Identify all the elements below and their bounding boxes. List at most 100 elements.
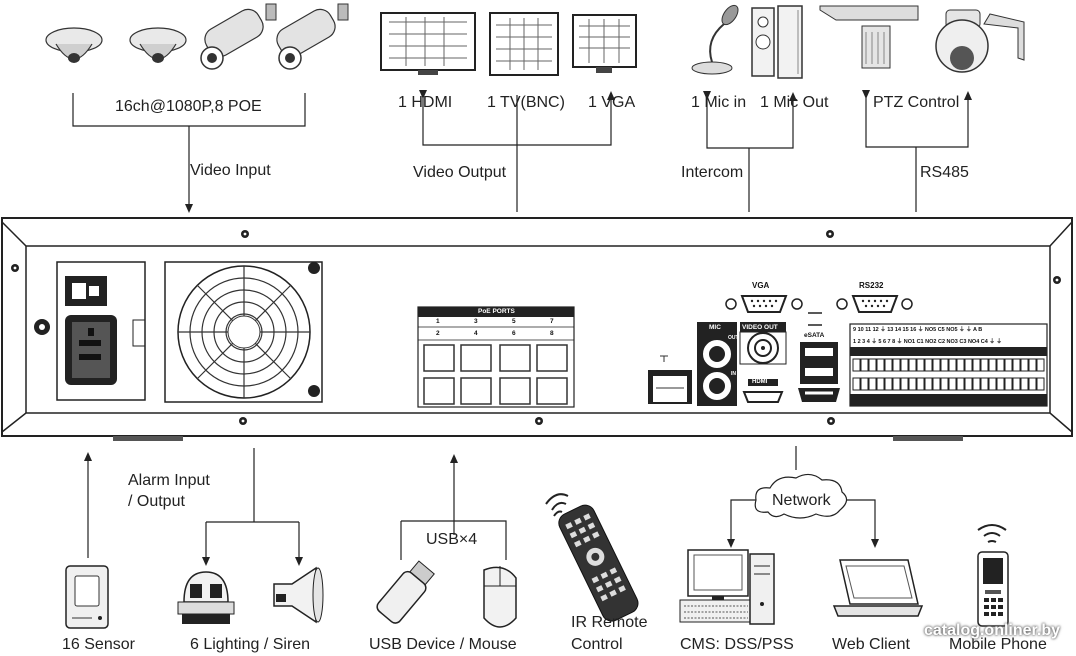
terminal-cell bbox=[868, 377, 877, 391]
terminal-cell bbox=[868, 358, 877, 372]
esata-port bbox=[798, 388, 840, 402]
terminal-cell bbox=[916, 358, 925, 372]
poe-port-6: 6 bbox=[512, 330, 516, 337]
top-connector-lines bbox=[72, 90, 972, 213]
terminal-cell bbox=[996, 358, 1005, 372]
terminal-cell bbox=[972, 377, 981, 391]
mobile-phone-label: Mobile Phone bbox=[949, 636, 1047, 653]
laptop-icon bbox=[832, 559, 924, 617]
ptz-keyboard-icon bbox=[819, 5, 919, 69]
desktop-computer-icon bbox=[679, 549, 775, 625]
terminal-cell bbox=[1004, 377, 1013, 391]
watermark: catalog.onliner.by bbox=[923, 622, 1060, 639]
sensor-label: 16 Sensor bbox=[62, 636, 135, 653]
usb-device-mouse-label: USB Device / Mouse bbox=[369, 636, 517, 653]
terminal-cell bbox=[1036, 358, 1045, 372]
fan-grille bbox=[164, 261, 323, 403]
terminal-cell bbox=[908, 358, 917, 372]
ir-remote-label-line2: Control bbox=[571, 636, 623, 653]
terminal-cell bbox=[940, 377, 949, 391]
terminal-cell bbox=[1012, 358, 1021, 372]
terminal-cell bbox=[900, 377, 909, 391]
poe-port-1: 1 bbox=[436, 318, 440, 325]
mouse-icon bbox=[483, 566, 517, 628]
hdmi-monitor-icon bbox=[380, 12, 476, 75]
video-input-label: Video Input bbox=[190, 162, 271, 179]
poe-port-7: 7 bbox=[550, 318, 554, 325]
terminal-cell bbox=[876, 358, 885, 372]
terminal-cell bbox=[980, 358, 989, 372]
ir-remote-icon bbox=[545, 493, 639, 622]
terminal-cell bbox=[1036, 377, 1045, 391]
terminal-cell bbox=[964, 377, 973, 391]
mobile-phone-icon bbox=[977, 524, 1009, 627]
poe-port-2: 2 bbox=[436, 330, 440, 337]
panel-esata-label: eSATA bbox=[804, 332, 825, 339]
rs485-label: RS485 bbox=[920, 164, 969, 181]
speed-dome-icon bbox=[935, 9, 1025, 73]
mic-out-label: 1 Mic Out bbox=[760, 94, 829, 111]
video-output-label: Video Output bbox=[413, 164, 507, 181]
terminal-cell bbox=[884, 358, 893, 372]
nvr-rear-panel bbox=[1, 217, 1073, 441]
rs232-port bbox=[851, 295, 899, 313]
terminal-cell bbox=[924, 377, 933, 391]
alarm-io-label-line2: / Output bbox=[128, 493, 185, 510]
terminal-cell bbox=[988, 377, 997, 391]
usb-drive-icon bbox=[376, 560, 435, 624]
terminal-cell bbox=[852, 377, 861, 391]
terminal-cell bbox=[1028, 377, 1037, 391]
terminal-cell bbox=[964, 358, 973, 372]
intercom-label: Intercom bbox=[681, 164, 744, 181]
terminal-cell bbox=[916, 377, 925, 391]
panel-rs232-label: RS232 bbox=[859, 281, 884, 290]
terminal-cell bbox=[884, 377, 893, 391]
terminal-cell bbox=[1020, 377, 1029, 391]
terminal-cell bbox=[908, 377, 917, 391]
sensor-icon bbox=[65, 565, 109, 629]
panel-vga-label: VGA bbox=[752, 281, 770, 290]
terminal-cell bbox=[972, 358, 981, 372]
mic-in-label: 1 Mic in bbox=[691, 94, 747, 111]
terminal-cell bbox=[996, 377, 1005, 391]
microphone-icon bbox=[691, 4, 739, 75]
ptz-control-label: PTZ Control bbox=[873, 94, 960, 111]
alarm-terminal-top-labels: 9 10 11 12 ⏚ 13 14 15 16 ⏚ NO5 C5 NO5 ⏚ … bbox=[853, 327, 983, 333]
bottom-connector-lines bbox=[84, 446, 879, 566]
speaker-icon bbox=[751, 5, 803, 79]
alarm-terminal-bottom-labels: 1 2 3 4 ⏚ 5 6 7 8 ⏚ NO1 C1 NO2 C2 NO3 C3… bbox=[853, 339, 1002, 345]
poe-port-8: 8 bbox=[550, 330, 554, 337]
poe-port-4: 4 bbox=[474, 330, 478, 337]
poe-port-5: 5 bbox=[512, 318, 516, 325]
vga-port bbox=[740, 295, 788, 313]
lighting-siren-label: 6 Lighting / Siren bbox=[190, 636, 311, 653]
alarm-terminal-block bbox=[849, 323, 1048, 407]
terminal-cell bbox=[988, 358, 997, 372]
usb-x4-label: USB×4 bbox=[426, 531, 478, 548]
terminal-cell bbox=[948, 358, 957, 372]
terminal-cell bbox=[980, 377, 989, 391]
web-client-label: Web Client bbox=[832, 636, 910, 653]
terminal-cell bbox=[876, 377, 885, 391]
vga-label: 1 VGA bbox=[588, 94, 636, 111]
cms-label: CMS: DSS/PSS bbox=[680, 636, 794, 653]
terminal-cell bbox=[932, 358, 941, 372]
terminal-cell bbox=[1020, 358, 1029, 372]
panel-video-out-label: VIDEO OUT bbox=[742, 324, 778, 331]
alarm-io-label-line1: Alarm Input bbox=[128, 472, 210, 489]
poe-title: PoE PORTS bbox=[478, 308, 515, 315]
terminal-cell bbox=[860, 377, 869, 391]
lan-port bbox=[648, 355, 692, 404]
panel-mic-in-label: IN bbox=[731, 371, 736, 377]
hdmi-label: 1 HDMI bbox=[398, 94, 453, 111]
ir-remote-label-line1: IR Remote bbox=[571, 614, 648, 631]
camera-input-label: 16ch@1080P,8 POE bbox=[115, 98, 262, 115]
poe-port-3: 3 bbox=[474, 318, 478, 325]
alarm-lamp-icon bbox=[177, 571, 235, 624]
terminal-cell bbox=[940, 358, 949, 372]
terminal-cell bbox=[892, 377, 901, 391]
terminal-cell bbox=[924, 358, 933, 372]
terminal-cell bbox=[852, 358, 861, 372]
network-label: Network bbox=[772, 492, 831, 509]
